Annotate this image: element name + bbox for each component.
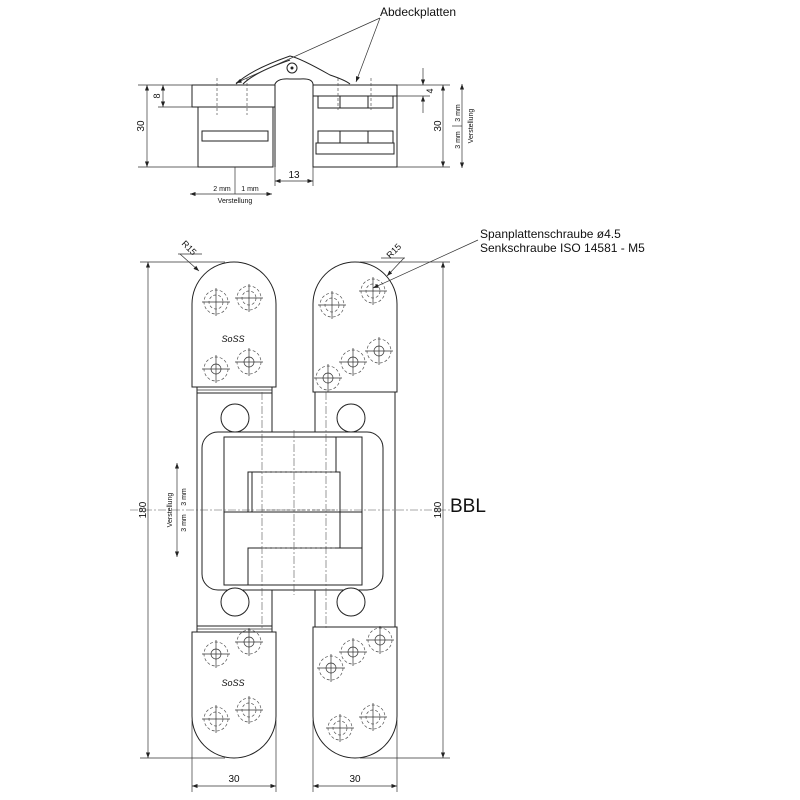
left-block-body — [197, 106, 274, 168]
logo-lower: SoSS — [221, 678, 244, 688]
top-view: Abdeckplatten 30 8 30 4 3 mm 3 mm Verste… — [136, 5, 475, 205]
left-lower-leaf — [191, 631, 277, 759]
adjust-right: 1 mm — [241, 186, 259, 193]
radius-right: R15 — [385, 242, 404, 261]
radius-left: R15 — [180, 239, 199, 258]
screw-hole-icon — [235, 628, 263, 656]
right-lower-leaf — [312, 626, 398, 759]
dim-height-right: 30 — [433, 120, 444, 132]
screw-hole-icon — [202, 705, 230, 733]
width-right: 30 — [349, 774, 361, 785]
dim-height-left: 30 — [136, 120, 147, 132]
left-upper-leaf — [191, 261, 277, 388]
width-left: 30 — [228, 774, 240, 785]
screw-hole-icon — [366, 626, 394, 654]
vert-adjust-down: 3 mm — [455, 131, 462, 149]
dim-gap: 13 — [288, 170, 300, 181]
dim-length-left: 180 — [138, 501, 149, 518]
front-view: SoSS SoSS R15 R15 Spanplattenschraube ø4… — [130, 227, 645, 792]
screw-holes — [202, 277, 394, 742]
vert-adjust-label: Verstellung — [468, 109, 475, 144]
screw-hole-icon — [202, 640, 230, 668]
bbl-label: BBL — [450, 496, 486, 517]
pivot-circles — [220, 403, 366, 617]
adjust-up: 3 mm — [181, 488, 188, 506]
vert-adjust-up: 3 mm — [455, 104, 462, 122]
adjust-label: Verstellung — [167, 493, 174, 528]
dim-length-right: 180 — [433, 501, 444, 518]
right-cover-plate — [312, 84, 398, 97]
screw-hole-icon — [202, 355, 230, 383]
dim-plate-right: 4 — [425, 88, 435, 93]
cover-plates-callout: Abdeckplatten — [380, 5, 456, 19]
screw-callout-line2: Senkschraube ISO 14581 - M5 — [480, 241, 645, 255]
adjust-left: 2 mm — [213, 186, 231, 193]
dim-plate-left: 8 — [152, 93, 162, 98]
pivot-pin — [286, 62, 298, 74]
left-cover-plate — [191, 84, 276, 108]
screw-hole-icon — [235, 284, 263, 312]
screw-hole-icon — [235, 696, 263, 724]
adjust-down: 3 mm — [181, 514, 188, 532]
right-upper-leaf — [312, 261, 398, 393]
screw-hole-icon — [317, 654, 345, 682]
adjust-label: Verstellung — [218, 198, 253, 205]
screw-hole-icon — [314, 364, 342, 392]
screw-hole-icon — [202, 288, 230, 316]
screw-hole-icon — [339, 348, 367, 376]
screw-callout-line1: Spanplattenschraube ø4.5 — [480, 227, 621, 241]
screw-hole-icon — [359, 703, 387, 731]
center-arm — [274, 78, 314, 167]
screw-hole-icon — [326, 714, 354, 742]
screw-hole-icon — [318, 291, 346, 319]
screw-hole-icon — [365, 337, 393, 365]
logo-upper: SoSS — [221, 334, 244, 344]
screw-hole-icon — [235, 348, 263, 376]
screw-hole-icon — [339, 638, 367, 666]
